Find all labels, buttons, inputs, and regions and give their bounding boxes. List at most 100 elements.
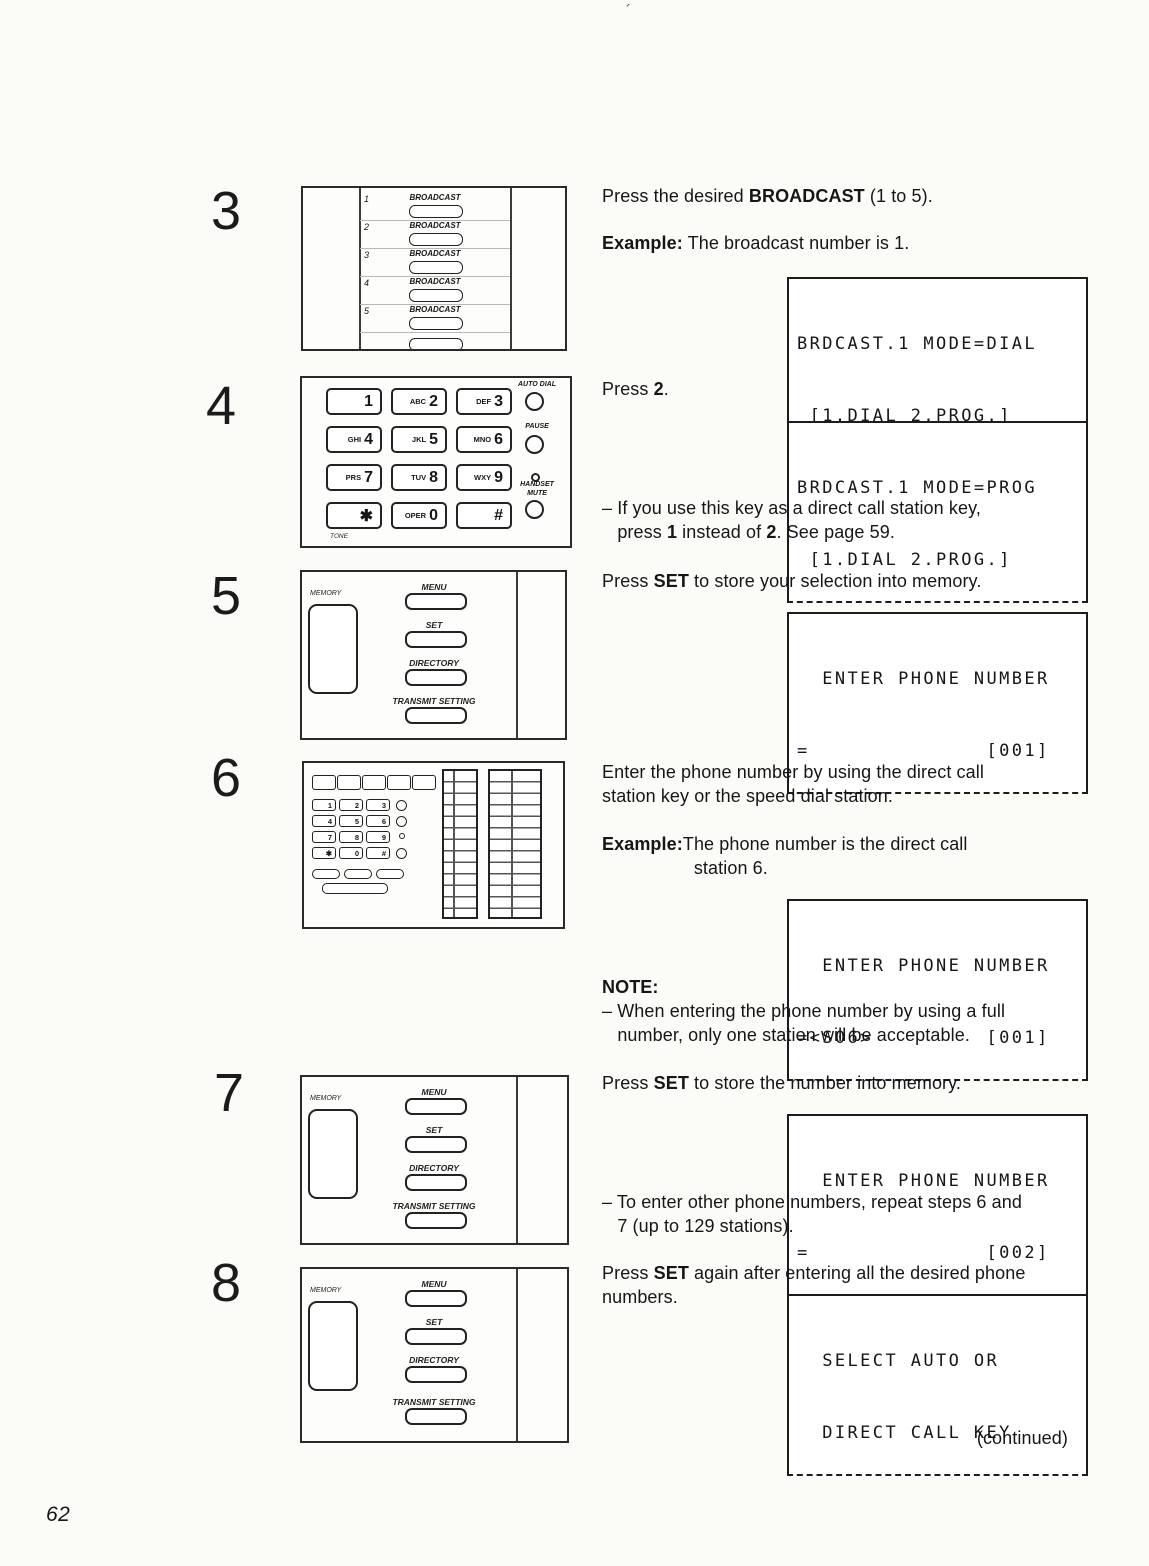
tone-label: TONE [330,533,348,540]
key-digit: 5 [429,430,438,448]
key-letters: JKL [411,435,427,444]
broadcast-key-button [409,233,463,246]
transmit-setting-key [405,1408,467,1425]
step-5-number: 5 [211,566,242,626]
step-4-instruction: Press 2. [602,379,669,399]
direct-call-station-key-strip-right [488,769,542,919]
transmit-setting-key-label: TRANSMIT SETTING [392,1397,476,1407]
broadcast-key-button [409,289,463,302]
key-digit: 7 [364,468,373,486]
broadcast-key-number: 1 [364,194,370,204]
lcd-line-2: = [002] [797,1243,1050,1263]
handset-mute-button [525,500,544,519]
redial-key [344,869,372,879]
mini-key-1: 1 [312,799,336,811]
broadcast-key-number: 3 [364,250,370,260]
step-6-lcd-display: ENTER PHONE NUMBER =<S06> [001] [787,899,1088,1081]
lcd-line-1: ENTER PHONE NUMBER [797,1171,1050,1191]
broadcast-key-button [409,261,463,274]
lcd-line-1: BRDCAST.1 MODE=PROG [797,478,1038,498]
key-digit: # [494,506,503,524]
menu-panel-illustration: MEMORY MENU SET DIRECTORY TRANSMIT SETTI… [300,1075,569,1245]
step-7-instruction: Press SET to store the number into memor… [602,1073,962,1093]
key-digit: 3 [494,392,503,410]
lcd-line-1: SELECT AUTO OR [797,1351,1000,1371]
navigator-key [312,775,336,790]
step-4-number: 4 [206,376,237,436]
broadcast-key-number: 4 [364,278,370,288]
broadcast-key-label: BROADCAST [409,305,461,314]
lcd-line-2: [1.DIAL 2.PROG.] [797,550,1012,570]
transmit-setting-key [405,1212,467,1229]
pause-button [525,435,544,454]
broadcast-panel-illustration: 1 BROADCAST 2 BROADCAST 3 BROADCAST 4 BR… [301,186,567,351]
directory-key [405,1174,467,1191]
panel-divider-line [516,1077,518,1243]
mini-key-2: 2 [339,799,363,811]
handset-mute-indicator [399,833,405,839]
menu-panel-illustration: MEMORY MENU SET DIRECTORY TRANSMIT SETTI… [300,570,567,740]
mini-key-7: 7 [312,831,336,843]
mini-key-hash: # [366,847,390,859]
step-5-instruction: Press SET to store your selection into m… [602,571,982,591]
step-8-instruction: Press SET again after entering all the d… [602,1263,1026,1307]
broadcast-key-2: 2 BROADCAST [360,220,510,249]
set-key-label: SET [425,1317,443,1327]
menu-panel-illustration: MEMORY MENU SET DIRECTORY TRANSMIT SETTI… [300,1267,569,1443]
memory-label: MEMORY [310,1095,342,1102]
step-4-lcd-display: BRDCAST.1 MODE=PROG [1.DIAL 2.PROG.] [787,421,1088,603]
key-letters: OPER [404,511,427,520]
handset-label: HANDSET [520,481,554,488]
panel-divider-line [359,188,361,349]
lcd-line-2: DIRECT CALL KEY [797,1423,1012,1443]
directory-key-label: DIRECTORY [409,658,459,668]
set-key-label: SET [425,1125,443,1135]
panel-divider-line [516,1269,518,1441]
broadcast-key-label: BROADCAST [409,277,461,286]
broadcast-key-label: BROADCAST [409,249,461,258]
key-star: ✱ [326,502,382,529]
mute-label: MUTE [527,490,547,497]
key-letters: MNO [473,435,492,444]
mini-key-0: 0 [339,847,363,859]
lcd-line-1: ENTER PHONE NUMBER [797,956,1050,976]
menu-key-label: MENU [421,1279,447,1289]
step-6-number: 6 [211,748,242,808]
set-key [405,631,467,648]
transmit-setting-key [405,707,467,724]
key-digit: 2 [429,392,438,410]
step-3-instruction: Press the desired BROADCAST (1 to 5). [602,186,933,206]
directory-key [405,1366,467,1383]
step-5-lcd-display: ENTER PHONE NUMBER = [001] [787,612,1088,794]
memory-label: MEMORY [310,590,342,597]
handset-mute-indicator [531,473,540,482]
lcd-line-1: ENTER PHONE NUMBER [797,669,1050,689]
auto-dial-label: AUTO DIAL [518,381,556,388]
step-7-number: 7 [214,1063,245,1123]
navigator-key [412,775,436,790]
mini-key-star: ✱ [312,847,336,859]
mini-key-5: 5 [339,815,363,827]
key-digit: 6 [494,430,503,448]
key-digit: 8 [429,468,438,486]
memory-label: MEMORY [310,1287,342,1294]
scan-speck: ´ [626,2,631,19]
step-6-note-heading: NOTE: [602,977,659,997]
broadcast-key-button-partial [409,338,463,349]
flash-key [312,869,340,879]
directory-key-label: DIRECTORY [409,1355,459,1365]
menu-key [405,593,467,610]
directory-key-label: DIRECTORY [409,1163,459,1173]
broadcast-key-4: 4 BROADCAST [360,276,510,305]
key-digit: 4 [364,430,373,448]
key-letters: WXY [474,473,492,482]
lcd-line-2: = [001] [797,741,1050,761]
memory-button [308,1109,358,1199]
broadcast-key-label: BROADCAST [409,221,461,230]
menu-key-label: MENU [421,1087,447,1097]
